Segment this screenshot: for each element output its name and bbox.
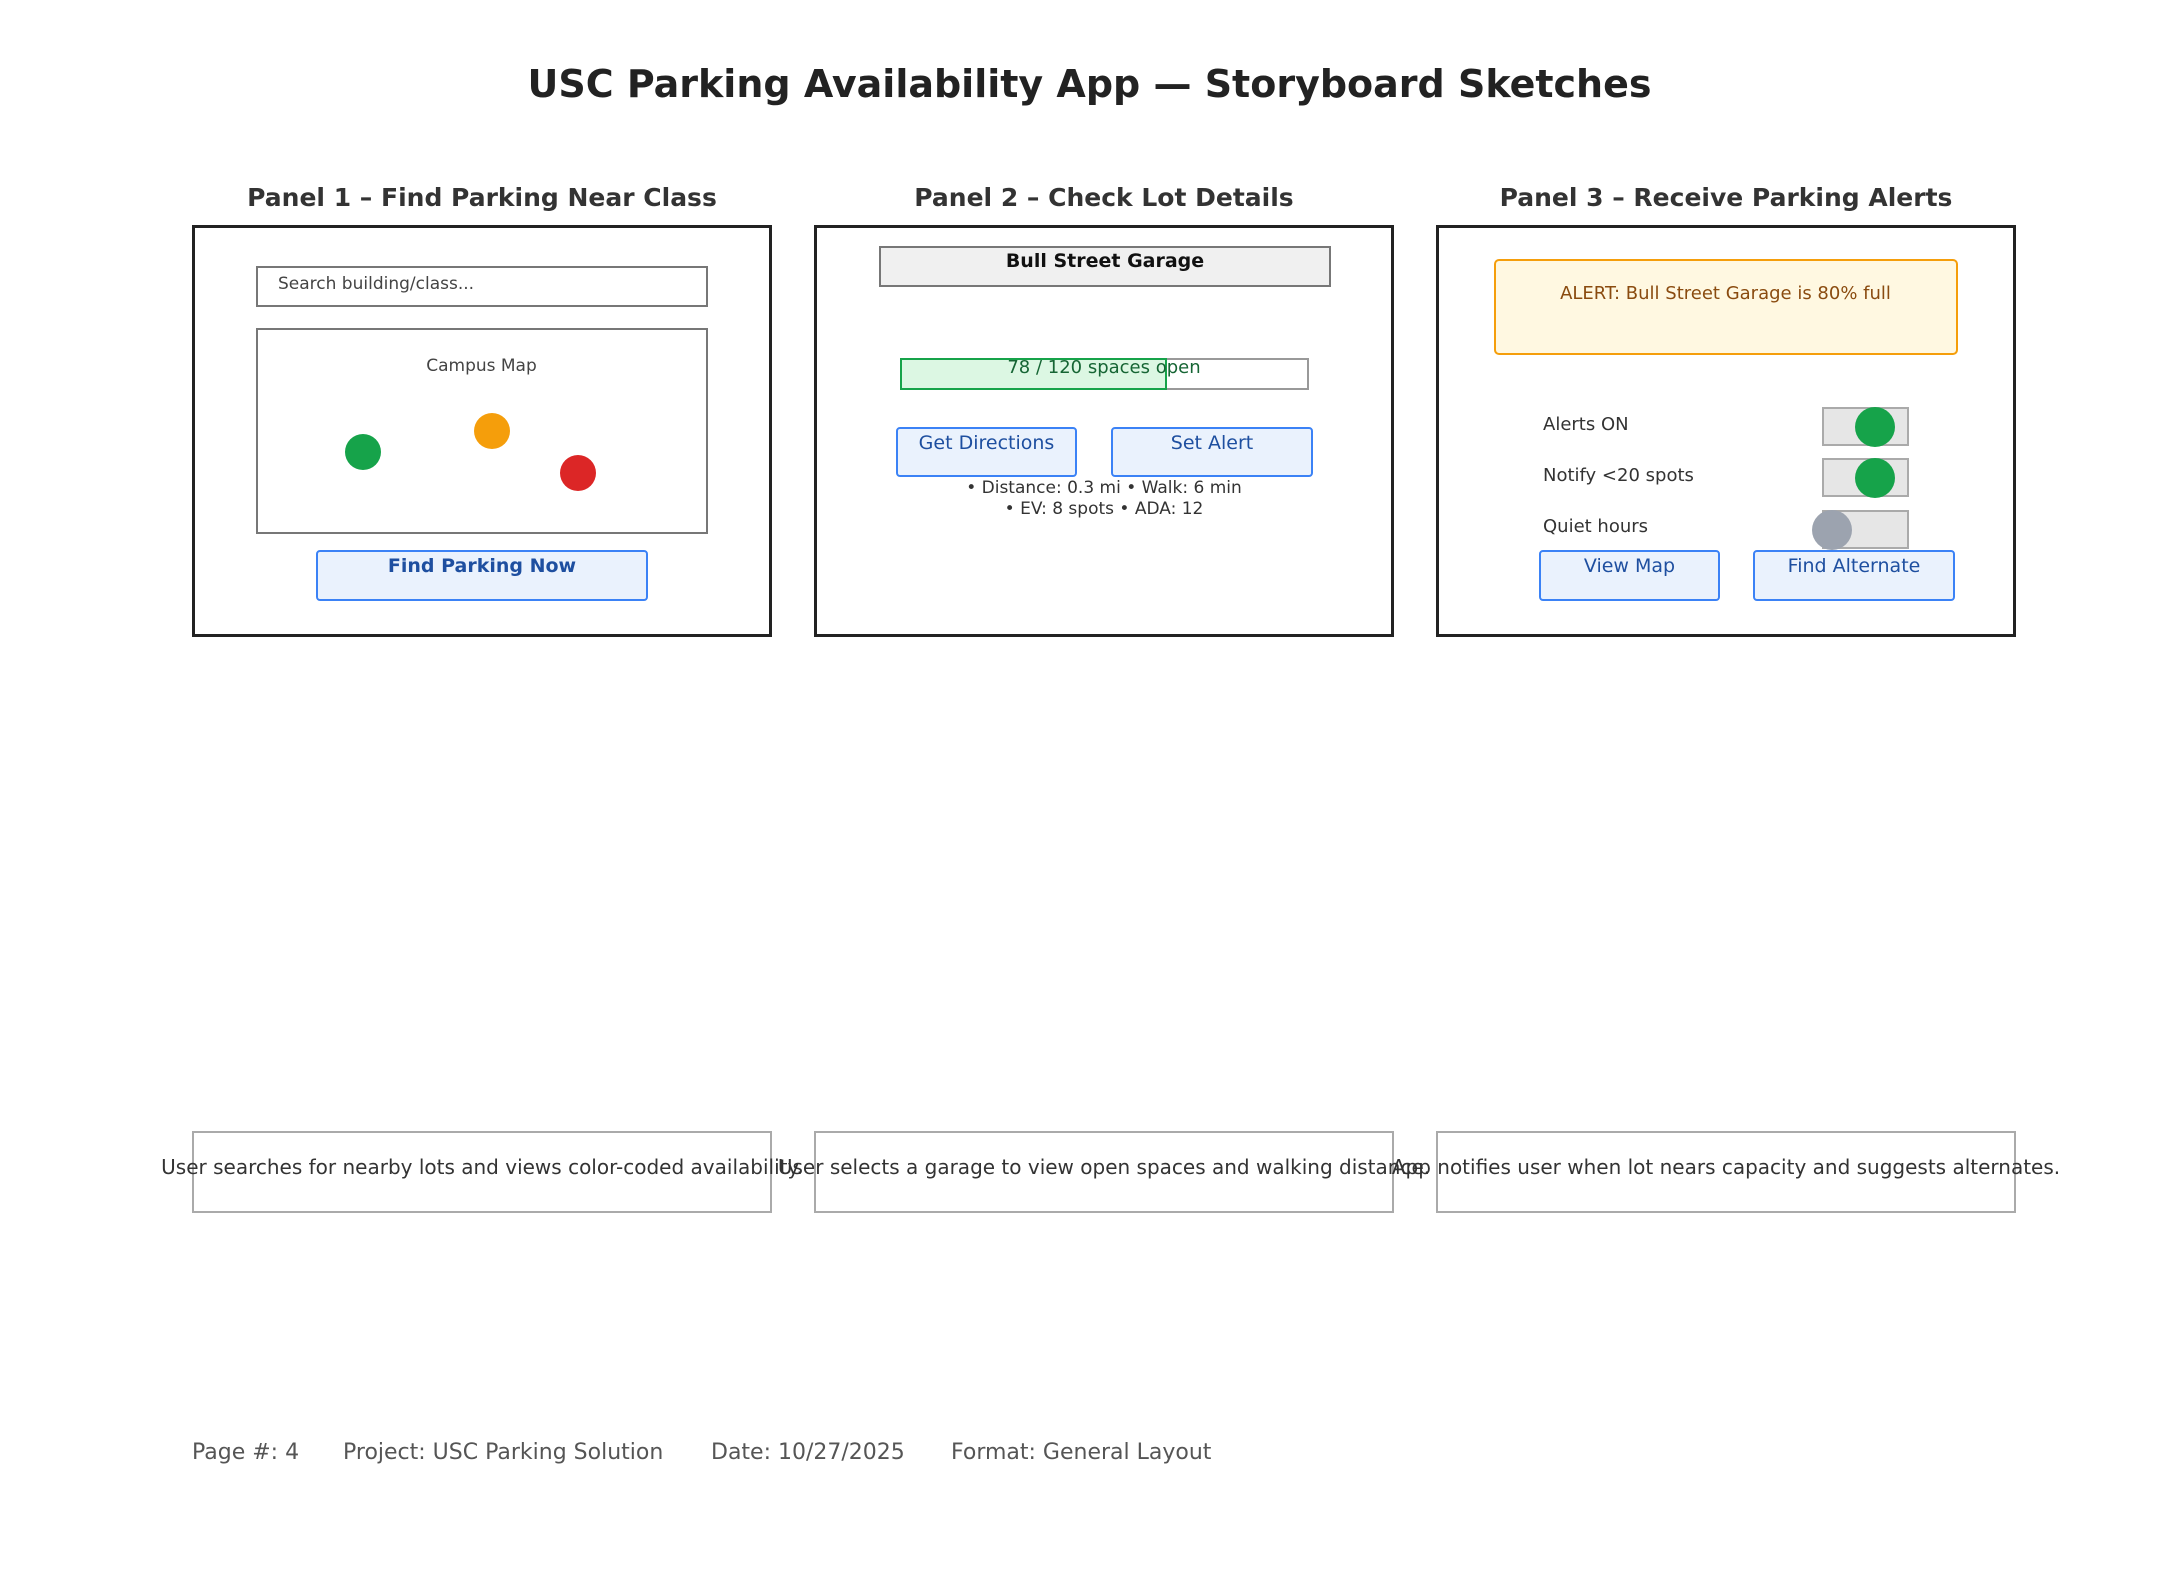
lot-distance-info: • Distance: 0.3 mi • Walk: 6 min	[966, 478, 1242, 498]
alerts-on-toggle[interactable]	[1822, 407, 1909, 447]
toggle-knob-on	[1855, 407, 1895, 447]
garage-name-header: Bull Street Garage	[879, 246, 1331, 287]
toggle-knob-off	[1812, 510, 1852, 550]
campus-map[interactable]: Campus Map	[256, 328, 708, 534]
search-input[interactable]: Search building/class...	[256, 266, 708, 307]
panel-3-caption: App notifies user when lot nears capacit…	[1391, 1155, 2061, 1179]
notify-spots-toggle[interactable]	[1822, 458, 1909, 498]
lot-ev-ada-info: • EV: 8 spots • ADA: 12	[1004, 499, 1204, 519]
footer-date: Date: 10/27/2025	[711, 1440, 905, 1465]
view-map-button[interactable]: View Map	[1539, 550, 1720, 601]
map-marker-limited[interactable]	[474, 413, 510, 449]
footer-format: Format: General Layout	[951, 1440, 1212, 1465]
spaces-progress-fill	[899, 357, 1167, 390]
panel-2-title: Panel 2 – Check Lot Details	[914, 183, 1294, 212]
panel-3-title: Panel 3 – Receive Parking Alerts	[1499, 183, 1953, 212]
get-directions-button[interactable]: Get Directions	[896, 427, 1077, 477]
page-title: USC Parking Availability App — Storyboar…	[527, 62, 1652, 106]
toggle-knob-on	[1855, 458, 1895, 498]
alert-text: ALERT: Bull Street Garage is 80% full	[1560, 283, 1891, 304]
footer-project: Project: USC Parking Solution	[343, 1440, 664, 1465]
panel-1-title: Panel 1 – Find Parking Near Class	[247, 183, 717, 212]
toggle-label-notify: Notify <20 spots	[1543, 465, 1694, 486]
map-marker-available[interactable]	[345, 434, 381, 470]
panel-2-caption: User selects a garage to view open space…	[777, 1155, 1431, 1179]
toggle-label-quiet-hours: Quiet hours	[1543, 516, 1649, 537]
spaces-progress-bar: 78 / 120 spaces open	[899, 357, 1309, 390]
footer-page: Page #: 4	[192, 1440, 300, 1465]
search-placeholder: Search building/class...	[278, 274, 475, 294]
panel-2-caption-box	[814, 1131, 1394, 1213]
toggle-label-alerts-on: Alerts ON	[1543, 414, 1629, 435]
set-alert-button[interactable]: Set Alert	[1111, 427, 1313, 477]
panel-1-caption-box	[192, 1131, 772, 1213]
spaces-open-text: 78 / 120 spaces open	[1007, 357, 1201, 378]
panel-1-caption: User searches for nearby lots and views …	[161, 1155, 803, 1179]
panel-3-caption-box	[1436, 1131, 2016, 1213]
parking-alert-banner[interactable]: ALERT: Bull Street Garage is 80% full	[1494, 259, 1958, 355]
map-marker-full[interactable]	[560, 455, 596, 491]
quiet-hours-toggle[interactable]	[1812, 510, 1909, 550]
find-alternate-button[interactable]: Find Alternate	[1753, 550, 1955, 601]
find-parking-now-button[interactable]: Find Parking Now	[316, 550, 648, 601]
map-label: Campus Map	[426, 356, 537, 376]
